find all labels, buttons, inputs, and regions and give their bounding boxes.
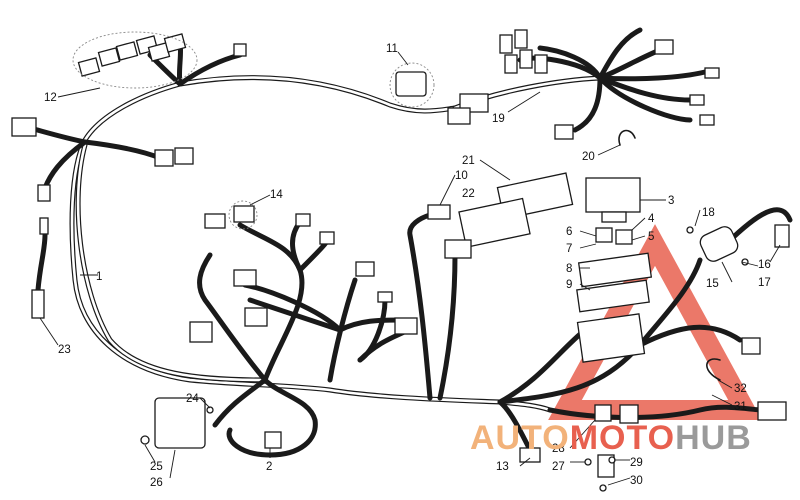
callout-20: 20 xyxy=(582,151,595,163)
callout-24: 24 xyxy=(186,393,199,405)
callout-2: 2 xyxy=(266,461,272,473)
callout-18: 18 xyxy=(702,207,715,219)
callout-14: 14 xyxy=(270,189,283,201)
callout-30: 30 xyxy=(630,475,643,487)
svg-text:AUTOMOTOHUB: AUTOMOTOHUB xyxy=(470,419,752,457)
callout-16: 16 xyxy=(758,259,771,271)
callout-31: 31 xyxy=(734,401,747,413)
callout-19: 19 xyxy=(492,113,505,125)
callout-labels: 1 2 3 4 5 6 7 8 9 10 11 12 13 14 15 16 1… xyxy=(44,43,771,489)
callout-12: 12 xyxy=(44,92,57,104)
callout-13: 13 xyxy=(496,461,509,473)
watermark: AUTOMOTOHUB xyxy=(470,419,752,457)
callout-26: 26 xyxy=(150,477,163,489)
callout-32: 32 xyxy=(734,383,747,395)
watermark-text-moto: MOTO xyxy=(570,419,675,457)
group-outlines xyxy=(72,31,435,230)
callout-7: 7 xyxy=(566,243,572,255)
callout-17: 17 xyxy=(758,277,771,289)
callout-6: 6 xyxy=(566,226,572,238)
callout-28: 28 xyxy=(552,443,565,455)
callout-11: 11 xyxy=(386,43,398,55)
callout-21: 21 xyxy=(462,155,475,167)
callout-23: 23 xyxy=(58,344,71,356)
callout-27: 27 xyxy=(552,461,565,473)
callout-29: 29 xyxy=(630,457,643,469)
watermark-text-hub: HUB xyxy=(675,419,752,457)
callout-8: 8 xyxy=(566,263,572,275)
callout-22: 22 xyxy=(462,188,475,200)
callout-3: 3 xyxy=(668,195,674,207)
callout-9: 9 xyxy=(566,279,572,291)
callout-25: 25 xyxy=(150,461,163,473)
leader-lines xyxy=(39,51,781,486)
callout-4: 4 xyxy=(648,213,655,225)
callout-1: 1 xyxy=(96,271,102,283)
connectors xyxy=(11,29,790,492)
callout-15: 15 xyxy=(706,278,719,290)
callout-5: 5 xyxy=(648,231,654,243)
watermark-text-auto: AUTO xyxy=(470,419,570,457)
callout-10: 10 xyxy=(455,170,468,182)
